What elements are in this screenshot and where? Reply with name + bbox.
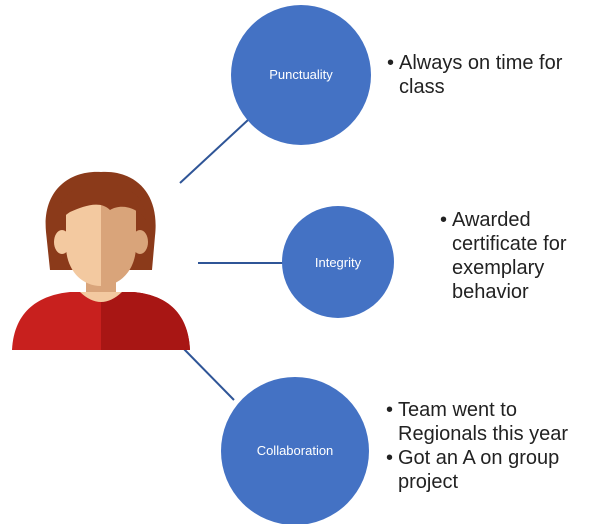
bullets-punctuality: Always on time for class (387, 51, 587, 99)
person-icon (12, 171, 190, 350)
node-label-integrity: Integrity (314, 255, 362, 270)
connector-punctuality (179, 119, 249, 184)
node-label-collaboration: Collaboration (256, 443, 334, 458)
node-label-punctuality: Punctuality (269, 67, 333, 82)
node-integrity (282, 206, 394, 318)
bullets-integrity: Awarded certificate for exemplary behavi… (440, 208, 598, 304)
node-collaboration (221, 377, 369, 524)
bullet-item: Always on time for class (387, 51, 587, 99)
connector-collaboration (179, 344, 235, 401)
bullet-item: Team went to Regionals this year (386, 398, 601, 446)
bullet-item: Got an A on group project (386, 446, 601, 494)
bullets-collaboration: Team went to Regionals this year Got an … (386, 398, 601, 494)
bullet-item: Awarded certificate for exemplary behavi… (440, 208, 598, 304)
node-punctuality (231, 5, 371, 145)
